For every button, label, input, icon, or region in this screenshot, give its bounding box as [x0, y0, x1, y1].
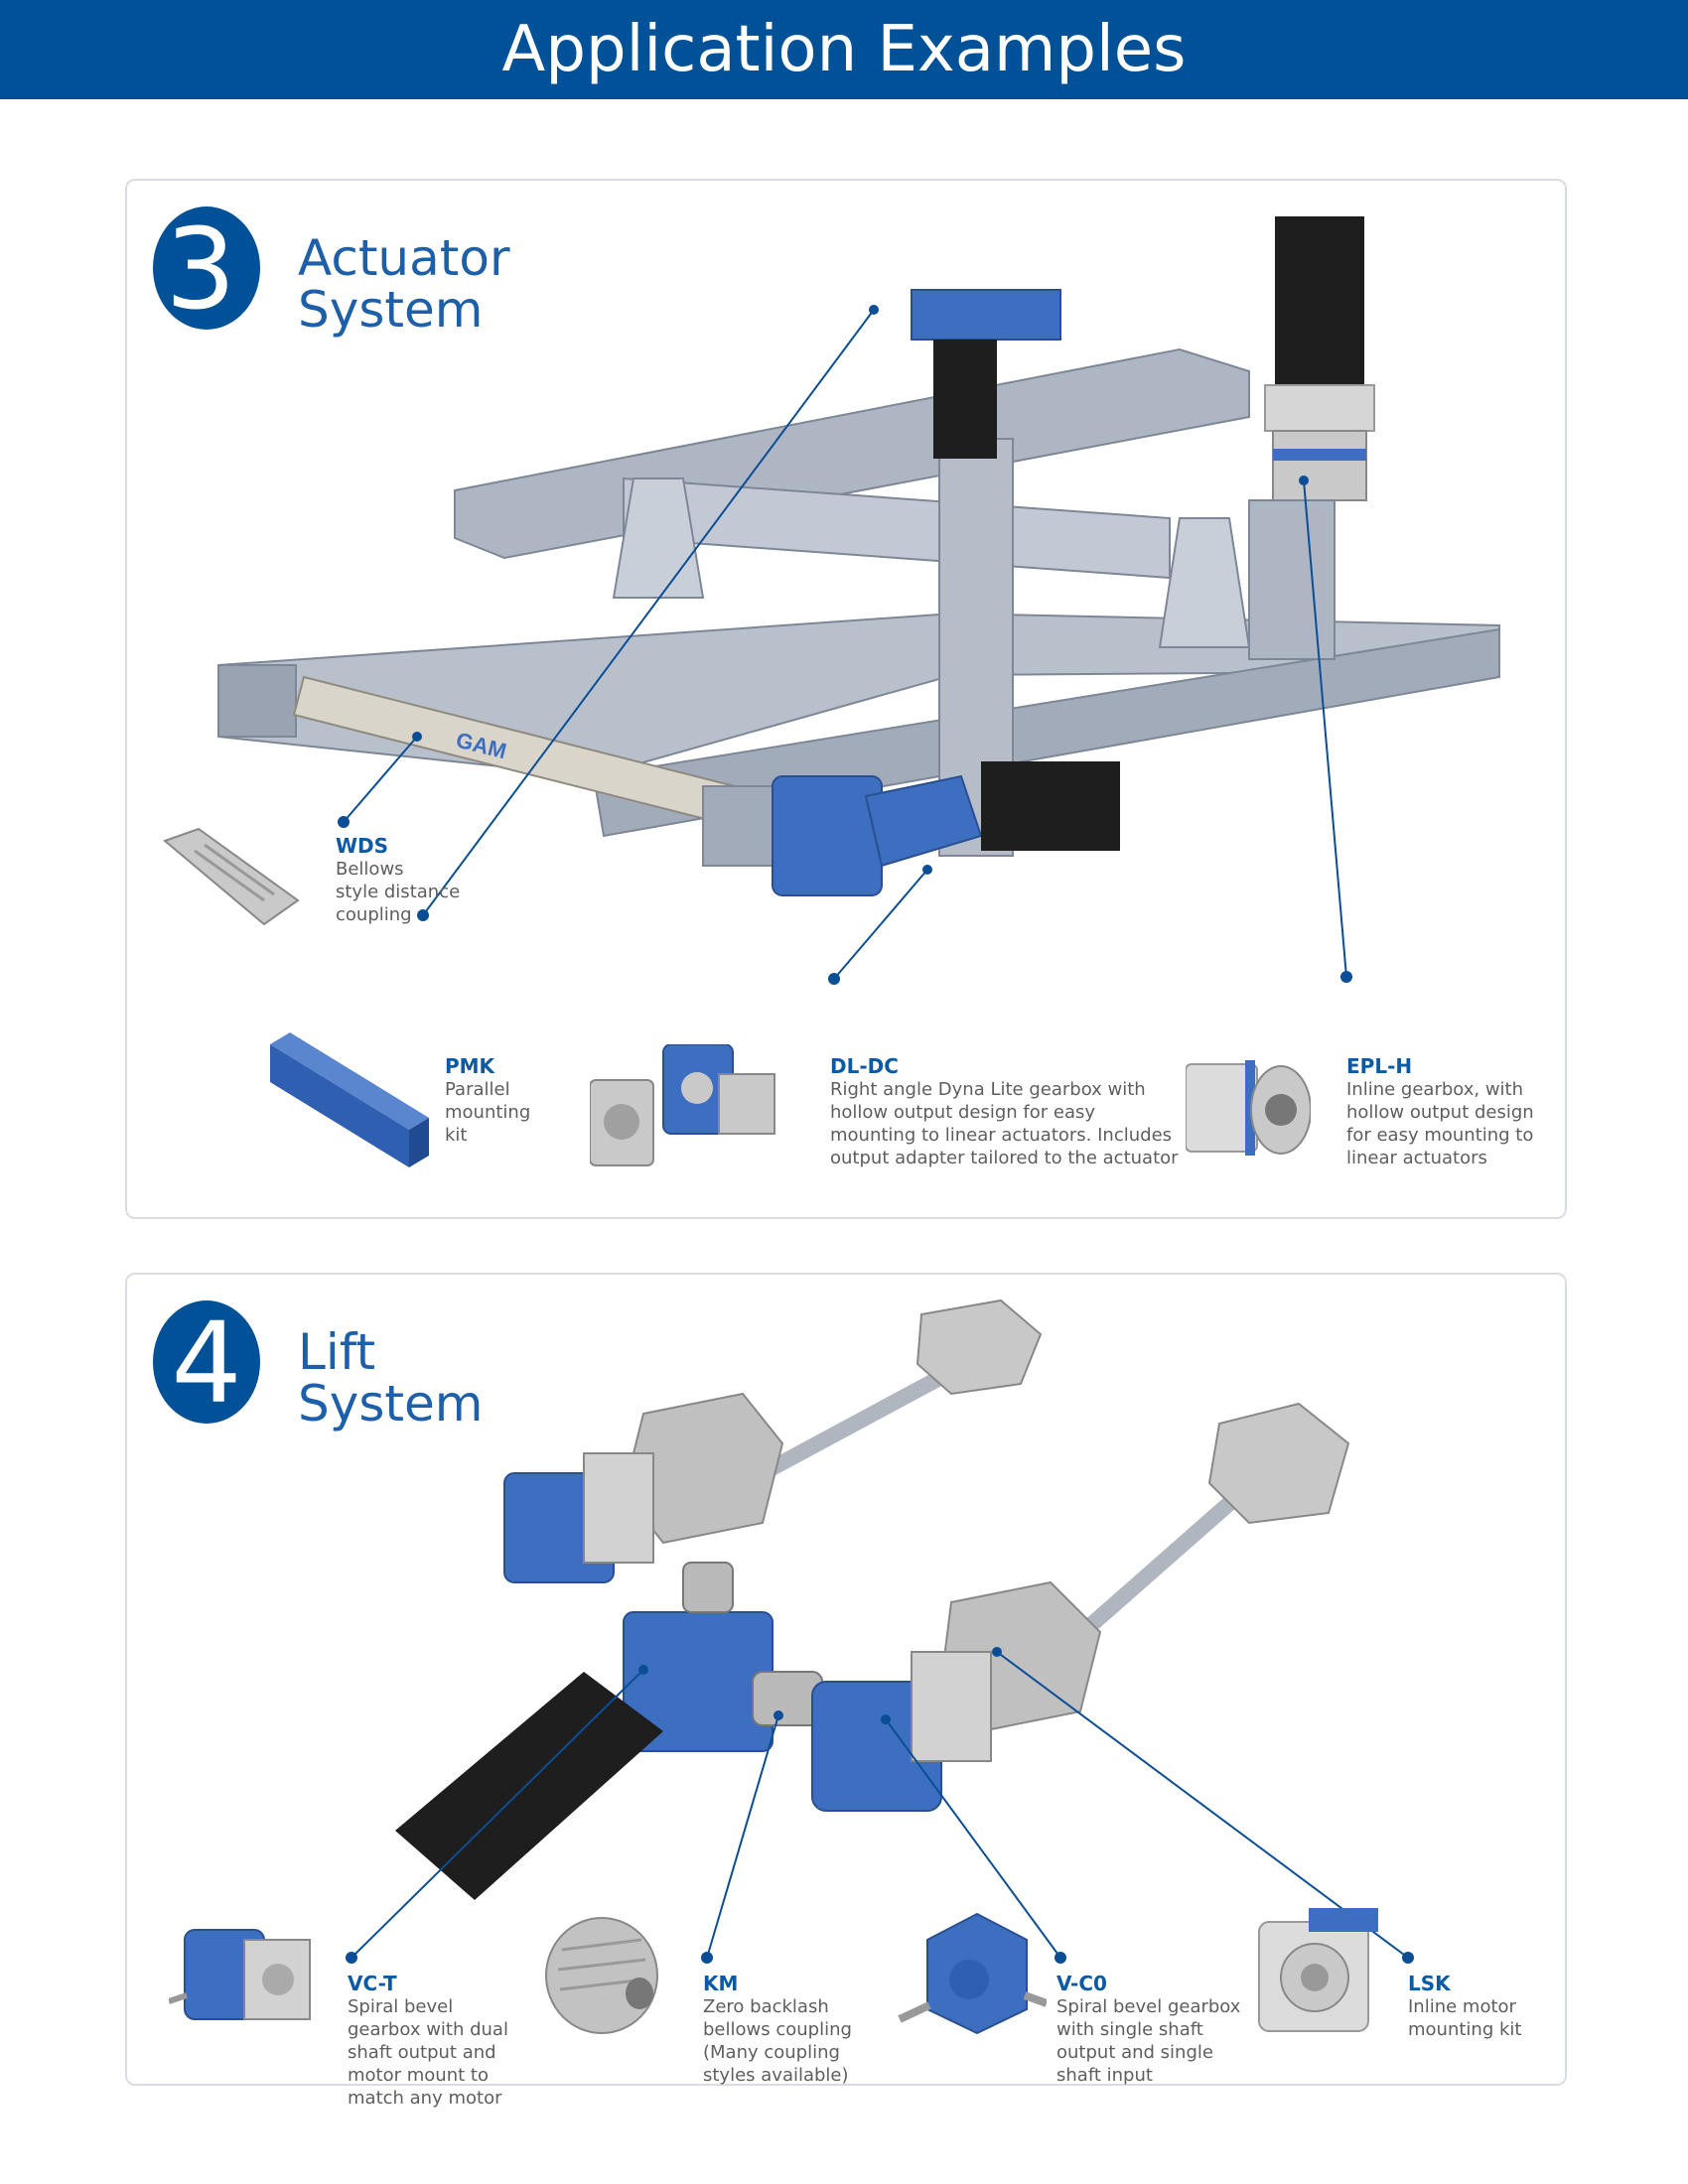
product-code: DL-DC: [830, 1054, 899, 1078]
motor-mount-kit: [911, 1651, 992, 1762]
epl-h-gearbox-image: [1186, 1060, 1311, 1156]
screw-end-block: [1207, 1402, 1350, 1525]
page-header: Application Examples: [0, 0, 1688, 99]
section-title-line2: System: [298, 1375, 484, 1433]
section-number: 4: [171, 1299, 241, 1426]
callout-v-c0: V-C0 Spiral bevel gearbox with single sh…: [1056, 1972, 1241, 2086]
inline-gearbox: [1272, 430, 1367, 501]
product-code: EPL-H: [1346, 1054, 1413, 1078]
callout-lsk: LSK Inline motor mounting kit: [1408, 1972, 1522, 2040]
section-title-line2: System: [298, 281, 484, 339]
page-title: Application Examples: [501, 13, 1187, 86]
section-title-line1: Actuator: [298, 229, 510, 287]
actuator-system-panel: 3 Actuator System GAM: [125, 179, 1567, 1219]
column-mount-kit: [911, 289, 1061, 341]
vc-t-gearbox-image: [169, 1929, 311, 2020]
vertical-actuator: [1248, 499, 1336, 660]
column-motor: [933, 340, 997, 459]
pmk-mounting-kit-image: [270, 1032, 429, 1167]
gearbox-motor: [981, 761, 1120, 851]
product-code: WDS: [336, 834, 389, 858]
section-number-badge: 4: [153, 1299, 260, 1426]
callout-km: KM Zero backlash bellows coupling (Many …: [703, 1972, 852, 2086]
wds-coupling-image: [163, 827, 300, 926]
v-c0-gearbox-image: [898, 1912, 1047, 2035]
left-end-block: [217, 664, 297, 738]
km-coupling-image: [545, 1917, 658, 2034]
lift-system-panel: 4 Lift System: [125, 1273, 1567, 2109]
right-bracket: [1158, 517, 1251, 648]
vertical-motor: [1275, 216, 1364, 385]
leader-lines: [338, 305, 1352, 985]
actuator-system-illustration: GAM: [217, 216, 1500, 985]
product-code: VC-T: [348, 1972, 397, 1995]
product-code: V-C0: [1056, 1972, 1107, 1995]
callout-dl-dc: DL-DC Right angle Dyna Lite gearbox with…: [830, 1054, 1179, 1168]
lift-system-illustration: [346, 1298, 1414, 1964]
lsk-mounting-kit-image: [1258, 1908, 1378, 2032]
drive-motor: [395, 1672, 663, 1900]
section-title-line1: Lift: [298, 1323, 376, 1381]
section-number: 3: [165, 205, 235, 332]
cross-beam: [623, 477, 1171, 580]
callout-wds: WDS Bellows style distance coupling: [336, 834, 461, 925]
callout-vc-t: VC-T Spiral bevel gearbox with dual shaf…: [348, 1972, 508, 2109]
product-code: PMK: [445, 1054, 495, 1078]
motor-adapter: [1264, 384, 1375, 432]
screw-end-block: [915, 1298, 1043, 1396]
leader-lines: [346, 1647, 1414, 1964]
dl-dc-gearbox-image: [590, 1044, 775, 1166]
section-title: Actuator System: [298, 232, 510, 336]
product-code: LSK: [1408, 1972, 1451, 1995]
product-code: KM: [703, 1972, 739, 1995]
callout-epl-h: EPL-H Inline gearbox, with hollow output…: [1346, 1054, 1534, 1168]
callout-pmk: PMK Parallel mounting kit: [445, 1054, 531, 1146]
section-number-badge: 3: [153, 205, 260, 332]
section-title: Lift System: [298, 1326, 483, 1430]
right-angle-gearbox: [772, 775, 883, 896]
